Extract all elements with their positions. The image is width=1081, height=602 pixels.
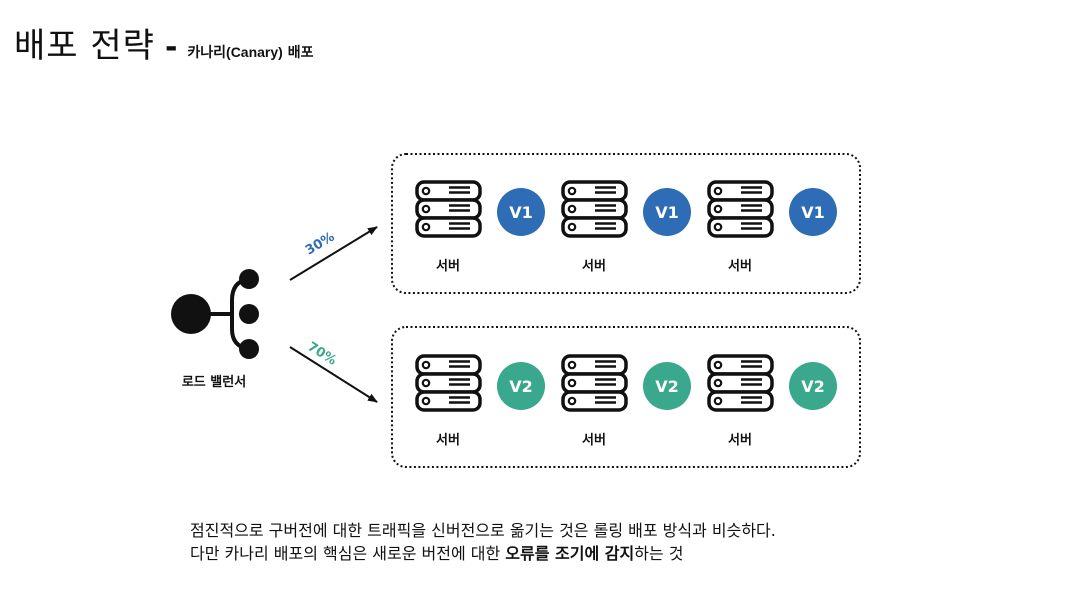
server-group-v1-border [391, 153, 861, 294]
server-icon [561, 354, 628, 412]
version-label-v2: V2 [655, 377, 679, 396]
server-label: 서버 [728, 258, 752, 274]
title-sub-suffix: 배포 [282, 45, 314, 61]
server-icon [415, 180, 482, 238]
server-label: 서버 [436, 258, 460, 274]
version-badge-v2 [643, 362, 691, 410]
caption-line-1: 점진적으로 구버전에 대한 트래픽을 신버전으로 옮기는 것은 롤링 배포 방식… [190, 521, 776, 540]
version-badge-v2 [789, 362, 837, 410]
caption-line-2-suffix: 하는 것 [634, 544, 684, 563]
load-balancer-icon [171, 269, 259, 359]
traffic-arrow-v2 [289, 346, 378, 403]
server-group-v2: V2 서버 V2 서버 V2 서버 [391, 326, 861, 468]
server-label: 서버 [582, 432, 606, 448]
server-icon [415, 354, 482, 412]
traffic-percent-v2: 70% [305, 339, 339, 368]
title-sub-latin: (Canary) [226, 44, 283, 60]
caption: 점진적으로 구버전에 대한 트래픽을 신버전으로 옮기는 것은 롤링 배포 방식… [190, 519, 776, 565]
traffic-arrow-v1 [289, 226, 378, 281]
version-label-v1: V1 [801, 203, 825, 222]
caption-highlight: 오류를 조기에 감지 [505, 544, 635, 563]
server-label: 서버 [728, 432, 752, 448]
version-badge-v1 [789, 188, 837, 236]
load-balancer-label: 로드 밸런서 [182, 375, 246, 390]
caption-line-2: 다만 카나리 배포의 핵심은 새로운 버전에 대한 오류를 조기에 감지하는 것 [190, 542, 776, 565]
page-title: 배포 전략 - 카나리(Canary) 배포 [14, 18, 313, 67]
server-group-v2-border [391, 326, 861, 468]
version-label-v2: V2 [801, 377, 825, 396]
server-icon [561, 180, 628, 238]
version-label-v1: V1 [509, 203, 533, 222]
title-subtitle: 카나리(Canary) 배포 [187, 42, 313, 62]
version-badge-v2 [497, 362, 545, 410]
version-badge-v1 [643, 188, 691, 236]
version-label-v2: V2 [509, 377, 533, 396]
title-sub-prefix: 카나리 [187, 45, 227, 61]
title-main: 배포 전략 [14, 26, 155, 66]
server-label: 서버 [436, 432, 460, 448]
server-icon [707, 354, 774, 412]
title-dash: - [164, 30, 178, 65]
server-label: 서버 [582, 258, 606, 274]
server-icon [707, 180, 774, 238]
version-label-v1: V1 [655, 203, 679, 222]
server-group-v1: V1 서버 V1 서버 V1 서버 [391, 153, 861, 294]
caption-line-2-prefix: 다만 카나리 배포의 핵심은 새로운 버전에 대한 [190, 544, 506, 563]
version-badge-v1 [497, 188, 545, 236]
